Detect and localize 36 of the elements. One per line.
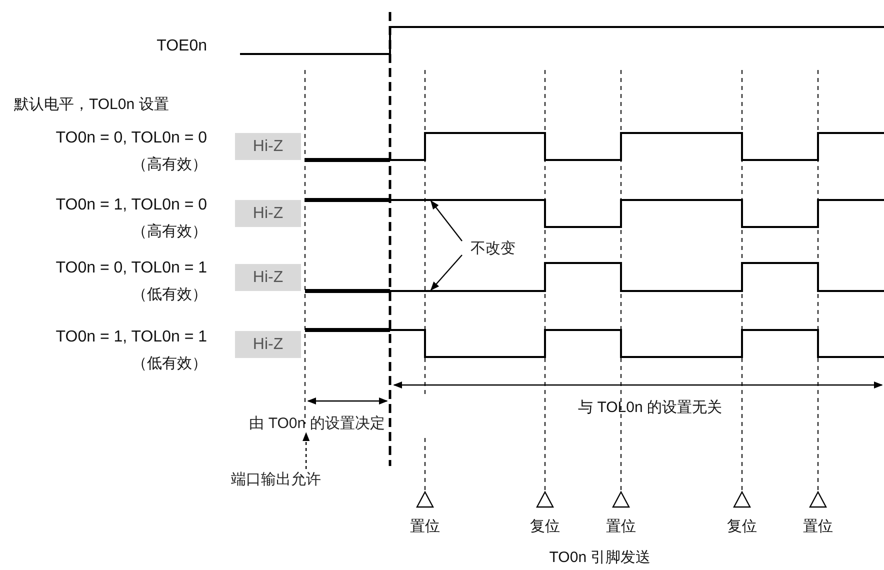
leader-line xyxy=(302,432,310,469)
waveform xyxy=(305,198,884,228)
hi-z-box xyxy=(235,133,301,160)
event-label: 置位 xyxy=(410,518,440,536)
annotation-text: 端口输出允许 xyxy=(231,470,321,488)
hi-z-box xyxy=(235,264,301,291)
signal-setting: TO0n = 1, TOL0n = 1 xyxy=(56,327,207,347)
dimension-label: 与 TOL0n 的设置无关 xyxy=(578,399,722,417)
setting-note: （高有效） xyxy=(132,156,207,174)
leader-line xyxy=(430,254,462,291)
event-label: 复位 xyxy=(727,518,757,536)
axis-caption: TO0n 引脚发送 xyxy=(549,549,651,567)
waveform xyxy=(305,328,884,358)
setting-note: （低有效） xyxy=(132,355,207,373)
waveform xyxy=(305,132,884,162)
waveform xyxy=(240,26,884,55)
signal-setting: TO0n = 0, TOL0n = 1 xyxy=(56,258,207,278)
signal-setting: TO0n = 0, TOL0n = 0 xyxy=(56,128,207,148)
signal-name: TOE0n xyxy=(156,36,207,56)
state-label: Hi-Z xyxy=(252,268,284,286)
event-label: 复位 xyxy=(530,518,560,536)
annotation-text: 不改变 xyxy=(470,238,516,258)
event-label: 置位 xyxy=(803,518,833,536)
state-label: Hi-Z xyxy=(252,138,284,156)
hi-z-box xyxy=(235,200,301,227)
setting-note: （低有效） xyxy=(132,286,207,304)
setting-note: （高有效） xyxy=(132,223,207,241)
event-label: 置位 xyxy=(606,518,636,536)
hi-z-box xyxy=(235,331,301,358)
signal-setting: TO0n = 1, TOL0n = 0 xyxy=(56,195,207,215)
annotation-text: 由 TO0n 的设置决定 xyxy=(249,414,385,432)
column-heading: 默认电平，TOL0n 设置 xyxy=(14,96,169,114)
state-label: Hi-Z xyxy=(252,204,284,222)
leader-line xyxy=(430,200,462,242)
waveform xyxy=(305,262,884,293)
state-label: Hi-Z xyxy=(252,336,284,354)
